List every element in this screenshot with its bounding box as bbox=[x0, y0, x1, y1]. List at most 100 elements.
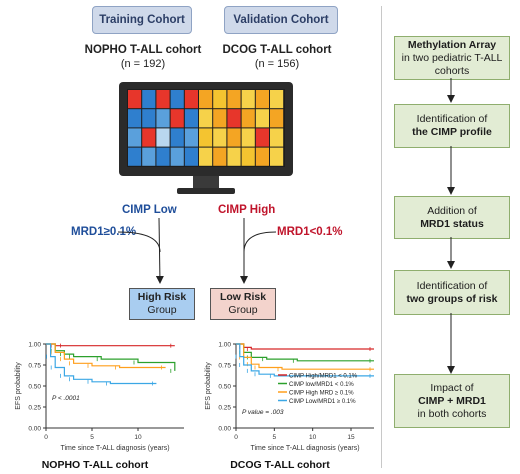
x-tick-label: 5 bbox=[90, 434, 94, 441]
heatmap-cell bbox=[128, 128, 142, 147]
heatmap-cell bbox=[255, 147, 269, 166]
x-tick-label: 15 bbox=[347, 434, 355, 441]
training-cohort-name: NOPHO T-ALL cohort bbox=[84, 44, 202, 56]
workflow-step-bold: Methylation Array bbox=[407, 38, 497, 51]
workflow-step-pre: Identification of bbox=[416, 279, 488, 292]
km-curve-1 bbox=[46, 343, 176, 371]
monitor-heatmap-illustration bbox=[119, 82, 293, 194]
y-tick-label: 1.00 bbox=[28, 342, 41, 349]
heatmap-cell bbox=[170, 128, 184, 147]
x-tick-label: 10 bbox=[309, 434, 317, 441]
heatmap-cell bbox=[128, 109, 142, 128]
heatmap-cell bbox=[156, 128, 170, 147]
y-tick-label: 0.50 bbox=[28, 384, 41, 391]
km-curve-2 bbox=[236, 343, 374, 370]
heatmap-cell bbox=[184, 90, 198, 109]
workflow-step-bold: CIMP + MRD1 bbox=[418, 394, 486, 407]
heatmap-cell bbox=[170, 147, 184, 166]
y-tick-label: 0.50 bbox=[218, 384, 231, 391]
y-tick-label: 0.75 bbox=[28, 363, 41, 370]
heatmap-cell bbox=[156, 90, 170, 109]
workflow-step-pre: Identification of bbox=[416, 113, 488, 125]
validation-cohort-tag: Validation Cohort bbox=[224, 6, 338, 34]
low-risk-group-label: Group bbox=[228, 304, 258, 316]
km-curve-3 bbox=[46, 343, 157, 385]
y-tick-label: 1.00 bbox=[218, 342, 231, 349]
x-axis-label: Time since T-ALL diagnosis (years) bbox=[250, 445, 359, 452]
heatmap-cell bbox=[199, 128, 213, 147]
heatmap-cell bbox=[142, 90, 156, 109]
km-curve-1 bbox=[236, 343, 374, 362]
heatmap-cell bbox=[227, 90, 241, 109]
workflow-step-bold: MRD1 status bbox=[420, 217, 484, 230]
heatmap-cell bbox=[156, 109, 170, 128]
workflow-step-pre: Impact of bbox=[430, 381, 474, 394]
validation-cohort-n: (n = 156) bbox=[254, 58, 300, 70]
heatmap-cell bbox=[142, 147, 156, 166]
heatmap-cell bbox=[241, 109, 255, 128]
heatmap-cell bbox=[170, 109, 184, 128]
heatmap-cell bbox=[270, 109, 284, 128]
heatmap-cell bbox=[255, 128, 269, 147]
high-risk-label: High Risk bbox=[137, 291, 187, 303]
p-value-annotation: P value = .003 bbox=[242, 409, 284, 416]
p-value-annotation: P < .0001 bbox=[52, 395, 80, 402]
y-tick-label: 0.25 bbox=[28, 405, 41, 412]
km-curve-0 bbox=[236, 343, 374, 350]
heatmap-cell bbox=[184, 128, 198, 147]
y-tick-label: 0.75 bbox=[218, 363, 231, 370]
x-tick-label: 0 bbox=[234, 434, 238, 441]
tree-connector-lines bbox=[117, 217, 277, 284]
heatmap-cell bbox=[213, 147, 227, 166]
heatmap-cell bbox=[156, 147, 170, 166]
heatmap-cell bbox=[241, 90, 255, 109]
heatmap-cell bbox=[270, 90, 284, 109]
heatmap-cell bbox=[213, 128, 227, 147]
workflow-step-post: in two pediatric T-ALL cohorts bbox=[401, 51, 503, 77]
heatmap-cell bbox=[128, 90, 142, 109]
cimp-low-label: CIMP Low bbox=[122, 204, 177, 216]
heatmap-cell bbox=[270, 128, 284, 147]
panel-divider bbox=[381, 6, 382, 468]
x-tick-label: 10 bbox=[134, 434, 142, 441]
training-cohort-tag: Training Cohort bbox=[92, 6, 192, 34]
cimp-high-label: CIMP High bbox=[218, 204, 276, 216]
workflow-step-bold: two groups of risk bbox=[406, 292, 498, 305]
validation-cohort-name: DCOG T-ALL cohort bbox=[222, 44, 332, 56]
km-curve-0 bbox=[46, 343, 175, 347]
legend-entry: CIMP low/MRD1 < 0.1% bbox=[289, 382, 354, 388]
heatmap-cell bbox=[128, 147, 142, 166]
heatmap-cell bbox=[142, 128, 156, 147]
training-cohort-n: (n = 192) bbox=[120, 58, 166, 70]
workflow-arrows bbox=[447, 78, 455, 374]
km-curve-3 bbox=[236, 343, 374, 377]
heatmap-cell bbox=[255, 109, 269, 128]
y-axis-label: EFS probability bbox=[15, 362, 22, 410]
km-curve-2 bbox=[46, 343, 166, 369]
heatmap-cell bbox=[184, 109, 198, 128]
y-tick-label: 0.25 bbox=[218, 405, 231, 412]
legend-entry: CIMP High MRD ≥ 0.1% bbox=[289, 391, 354, 397]
heatmap-cell bbox=[241, 147, 255, 166]
heatmap-cell bbox=[199, 147, 213, 166]
workflow-step-pre: Addition of bbox=[427, 204, 477, 217]
legend-entry: CIMP High/MRD1 < 0.1% bbox=[289, 374, 358, 380]
heatmap-cell bbox=[199, 109, 213, 128]
chart-title: NOPHO T-ALL cohort bbox=[42, 459, 149, 471]
high-risk-group-label: Group bbox=[147, 304, 177, 316]
y-tick-label: 0.00 bbox=[218, 426, 231, 433]
heatmap-cell bbox=[241, 128, 255, 147]
low-risk-group-box: Low Risk Group bbox=[210, 288, 276, 320]
workflow-step-post: in both cohorts bbox=[417, 407, 487, 420]
heatmap-cell bbox=[142, 109, 156, 128]
heatmap-cell bbox=[255, 90, 269, 109]
high-risk-group-box: High Risk Group bbox=[129, 288, 195, 320]
y-axis-label: EFS probability bbox=[205, 362, 212, 410]
x-tick-label: 5 bbox=[273, 434, 277, 441]
mrd-low-label: MRD1<0.1% bbox=[277, 226, 343, 238]
